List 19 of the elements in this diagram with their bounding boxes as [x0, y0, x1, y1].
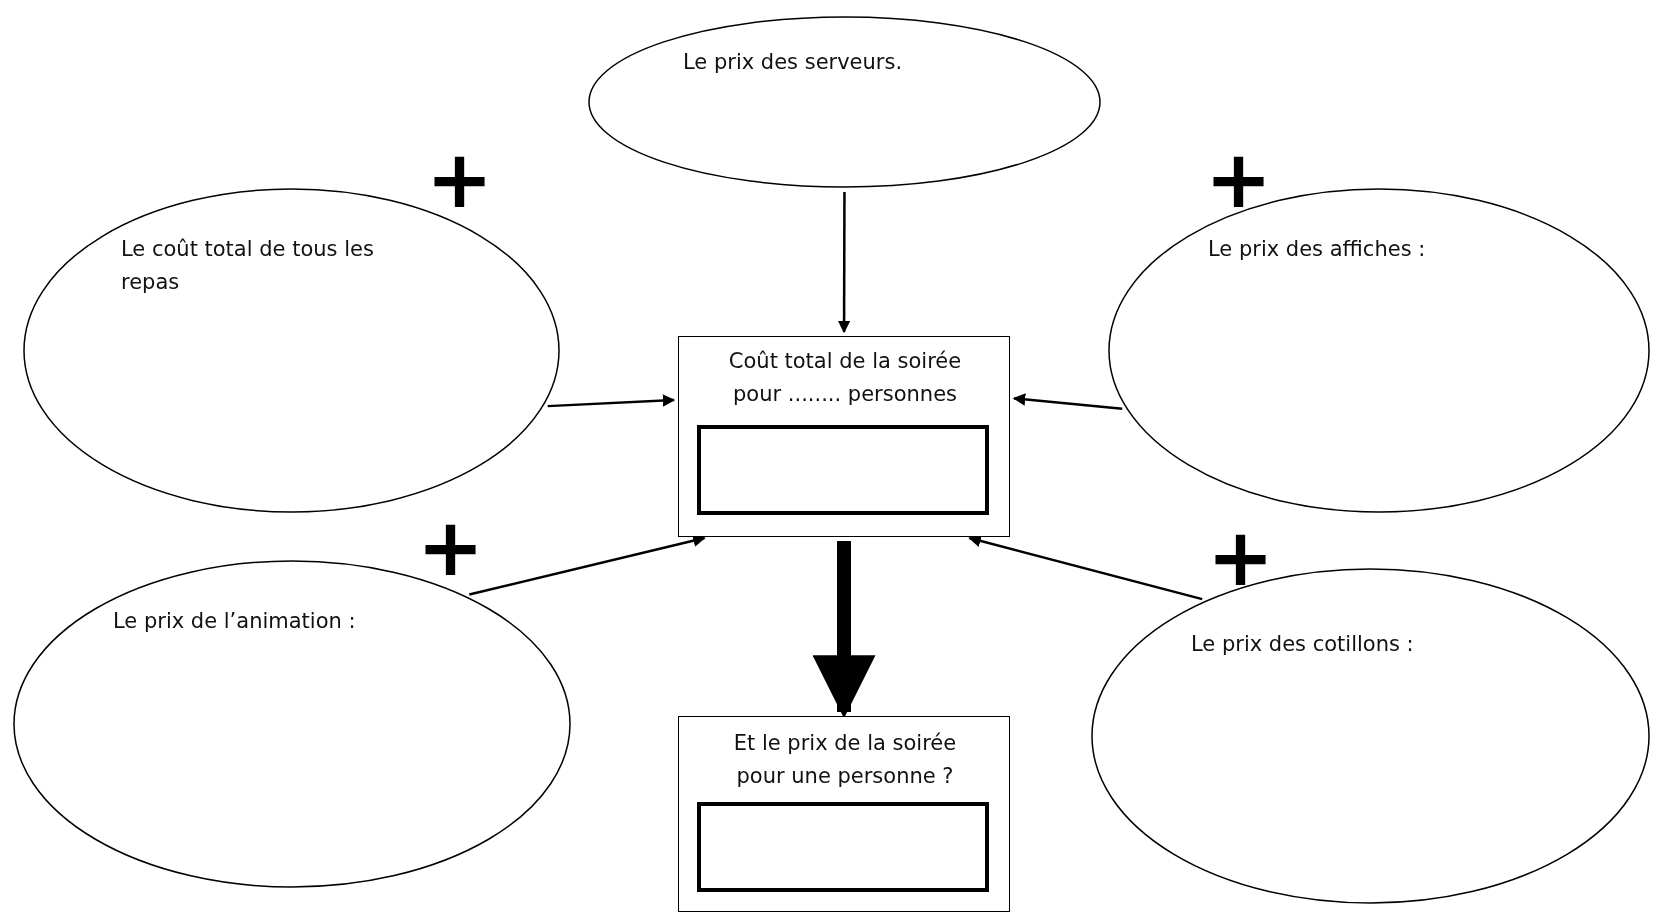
plus-sign: + — [1205, 150, 1273, 210]
plus-sign: + — [1207, 528, 1275, 588]
arrow — [547, 394, 676, 408]
node-text: Coût total de la soirée pour ........ personnes — [727, 348, 963, 408]
node-text: Et le prix de la soirée pour une personne ? — [732, 730, 958, 790]
plus-sign: + — [417, 518, 485, 578]
ellipse-bubble — [588, 16, 1101, 188]
text-box — [678, 716, 1010, 912]
node-text: Le prix des affiches : — [1208, 236, 1427, 263]
node-text: Le prix des cotillons : — [1191, 631, 1415, 658]
text-box — [678, 336, 1010, 537]
node-text: Le prix des serveurs. — [683, 49, 904, 76]
answer-box — [697, 425, 989, 515]
node-text: Le prix de l’animation : — [113, 608, 357, 635]
answer-box — [697, 802, 989, 892]
arrow — [837, 192, 851, 334]
node-text: Le coût total de tous les repas — [121, 236, 375, 296]
plus-sign: + — [426, 150, 494, 210]
arrow — [1012, 393, 1123, 410]
